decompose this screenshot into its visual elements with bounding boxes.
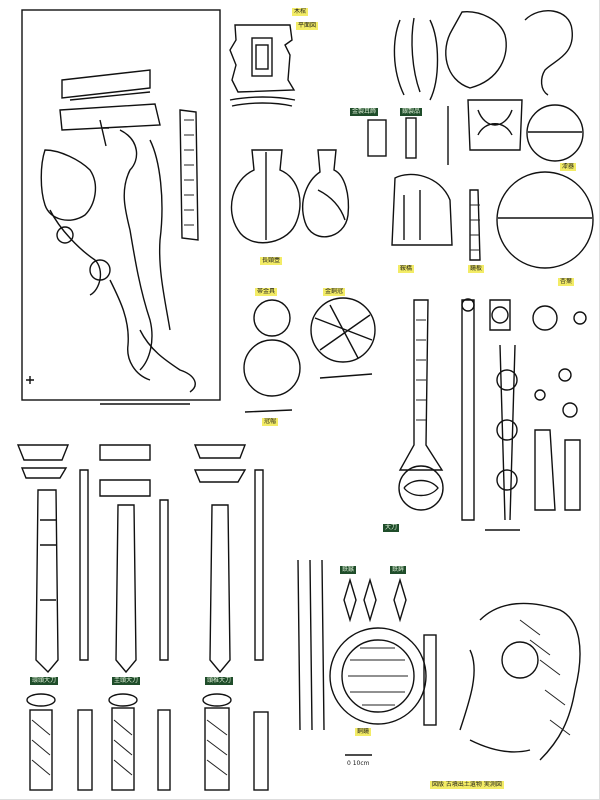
burial-contents (26, 69, 199, 405)
label-belt: 帯金具 (255, 288, 278, 296)
horse-trappings (367, 10, 594, 269)
discs (243, 297, 376, 413)
label-sword-right: 大刀 (383, 524, 400, 532)
label-footer: 図版 古墳出土遺物 実測図 (430, 781, 504, 789)
jars (230, 149, 350, 244)
label-pendant: 杏葉 (558, 278, 575, 286)
right-swords (398, 298, 587, 531)
label-crown: 金銅冠 (323, 288, 346, 296)
label-lacquer: 漆器 (560, 163, 577, 171)
label-mirror: 銅鏡 (355, 728, 372, 736)
scabbard-fittings (26, 693, 269, 791)
label-sword-1: 環頭大刀 (30, 677, 59, 685)
label-silver: 銀製品 (400, 108, 423, 116)
label-bit: 鏡板 (468, 265, 485, 273)
burial-frame (21, 9, 221, 401)
label-scale: 0 10cm (347, 760, 370, 767)
label-jar: 長頸壺 (260, 257, 283, 265)
label-arrow: 鉄鏃 (340, 566, 357, 574)
label-sword-2: 圭頭大刀 (112, 677, 141, 685)
label-earring: 金製耳飾 (350, 108, 379, 116)
label-plan: 平面図 (296, 22, 319, 30)
sword-set (16, 444, 264, 674)
mirror-group (297, 559, 437, 756)
lower-burial (459, 602, 581, 761)
label-spear: 鉄鉾 (390, 566, 407, 574)
label-cap: 冠帽 (262, 418, 279, 426)
label-sword-3: 頭椎大刀 (205, 677, 234, 685)
label-coffin: 木棺 (292, 8, 309, 16)
label-saddle: 鞍橋 (398, 265, 415, 273)
coffin-plan (229, 24, 296, 107)
